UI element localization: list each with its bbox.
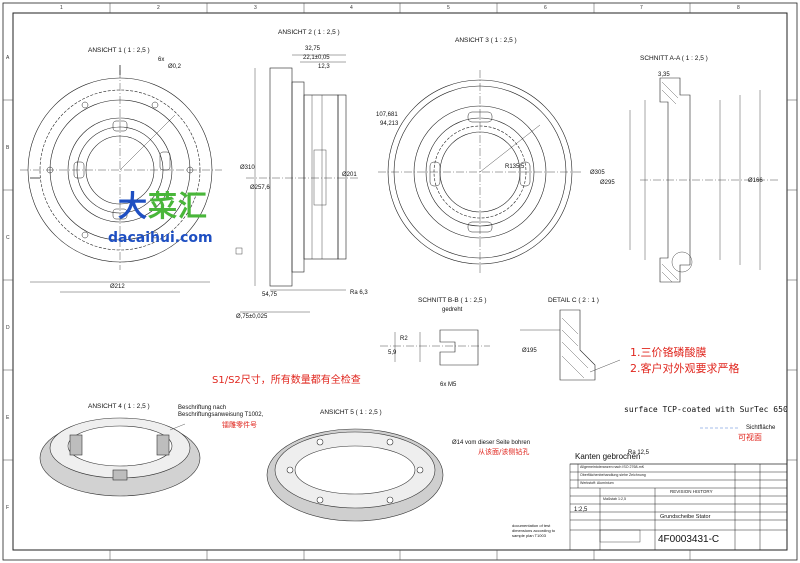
grid-label: B (6, 145, 10, 151)
dim-label: Ø295 (600, 180, 615, 186)
view-ansicht-5 (266, 428, 444, 522)
grid-label: 8 (737, 5, 740, 11)
grid-label: 1 (60, 5, 63, 11)
dim-label: 107,681 (376, 112, 398, 118)
title-block-row: Maßstab 1:2,5 (603, 497, 626, 501)
grid-label: 6 (544, 5, 547, 11)
schnitt-bb-subtitle: gedreht (442, 307, 463, 313)
dim-label: Ø166 (748, 178, 763, 184)
scale-value: 1:2,5 (574, 507, 588, 513)
ansicht2-title: ANSICHT 2 ( 1 : 2,5 ) (278, 29, 340, 36)
dim-label: Ra 12,5 (628, 450, 650, 456)
surface-note: surface TCP-coated with SurTec 650 (624, 405, 788, 414)
beschriftung-note: Beschriftung nach Beschriftungsanweisung… (178, 405, 264, 418)
part-name: Grundscheibe Stator (660, 514, 711, 520)
grid-label: C (6, 235, 10, 241)
title-block-row: Allgemeintoleranzen nach ISO 2768-mK (580, 465, 645, 469)
ansicht1-title: ANSICHT 1 ( 1 : 2,5 ) (88, 47, 150, 54)
sichtflaeche-label: Sichtfläche (746, 425, 776, 431)
test-doc-note: documentation of test dimensions accordi… (512, 523, 556, 538)
dim-label: 94,213 (380, 121, 399, 127)
view-detail-c (520, 309, 621, 381)
dim-label: Ø201 (342, 172, 357, 178)
watermark-logo-part-a: 大 (118, 189, 149, 223)
bohren-note-cn: 从该面/该侧钻孔 (478, 448, 530, 456)
drawing-number: 4F0003431-C (658, 534, 720, 545)
title-block-row: Werkstoff: Aluminium (580, 481, 614, 485)
grid-label: D (6, 325, 10, 331)
grid-label: 7 (640, 5, 643, 11)
dim-label: 3,35 (658, 72, 670, 78)
watermark-logo: 大菜汇 (118, 192, 208, 221)
s1s2-note: S1/S2尺寸，所有数量都有全检查 (212, 375, 361, 386)
schnitt-bb-title: SCHNITT B-B ( 1 : 2,5 ) (418, 297, 487, 304)
dim-label: Ø257,6 (250, 185, 270, 191)
view-schnitt-aa (629, 77, 780, 283)
ansicht3-title: ANSICHT 3 ( 1 : 2,5 ) (455, 37, 517, 44)
dim-label: Ø0,2 (168, 64, 182, 70)
title-block (569, 463, 788, 551)
detail-c-title: DETAIL C ( 2 : 1 ) (548, 297, 599, 304)
grid-label: 5 (447, 5, 450, 11)
dim-label: 5,9 (388, 350, 397, 356)
dim-label: Ø305 (590, 170, 605, 176)
view-schnitt-bb (380, 329, 490, 366)
dim-label: 6x (158, 57, 165, 63)
view-ansicht-2 (235, 54, 360, 313)
dim-label: 12,3 (318, 64, 330, 70)
grid-label: A (6, 55, 10, 61)
note-2: 2.客户对外观要求严格 (630, 362, 740, 375)
watermark-logo-part-b: 菜汇 (148, 189, 209, 223)
ansicht5-title: ANSICHT 5 ( 1 : 2,5 ) (320, 409, 382, 416)
watermark-url: dacaihui.com (108, 230, 213, 246)
dim-label: Ø,75±0,025 (236, 314, 268, 320)
dim-label: 32,75 (305, 46, 321, 52)
bohren-note: Ø14 vom dieser Seite bohren (452, 440, 531, 446)
dim-label: 6x M5 (440, 382, 457, 388)
dim-label: 54,75 (262, 292, 278, 298)
dim-label: 22,1±0,05 (303, 55, 330, 61)
view-ansicht-1 (20, 65, 222, 293)
frame-ticks (3, 3, 797, 560)
grid-label: F (6, 505, 10, 511)
dim-label: Ø310 (240, 165, 255, 171)
grid-label: 4 (350, 5, 353, 11)
grid-label: E (6, 415, 10, 421)
note-1: 1.三价铬磷酸膜 (630, 346, 707, 359)
dim-label: R2 (400, 336, 408, 342)
sichtflaeche-cn: 可视面 (738, 433, 762, 442)
grid-label: 2 (157, 5, 160, 11)
dim-label: Ø195 (522, 348, 537, 354)
beschriftung-note-cn: 镭雕零件号 (222, 421, 257, 429)
dim-label: Ø212 (110, 284, 125, 290)
schnitt-aa-title: SCHNITT A-A ( 1 : 2,5 ) (640, 55, 708, 62)
dim-label: Ra 6,3 (350, 290, 368, 296)
kanten-note: Kanten gebrochen (575, 452, 641, 461)
grid-label: 3 (254, 5, 257, 11)
ansicht4-title: ANSICHT 4 ( 1 : 2,5 ) (88, 403, 150, 410)
view-ansicht-4 (39, 417, 201, 497)
view-ansicht-3 (378, 70, 582, 274)
title-block-row: Oberflächenbehandlung siehe Zeichnung (580, 473, 646, 477)
dim-label: R135,5 (505, 164, 525, 170)
revision-header: REVISION HISTORY (670, 489, 713, 494)
